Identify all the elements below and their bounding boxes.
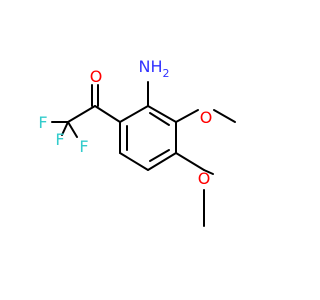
fluorine-label-3: F [55,130,64,149]
ring-bond [147,152,177,171]
amine-hydrogen-symbol: H [150,57,162,76]
bonds [51,81,236,227]
c-c-bond [175,152,205,171]
ring-inner-bond [149,149,170,162]
o-ch3-bond [213,109,236,123]
c-f-bond [67,121,78,138]
carbonyl-double-bond [91,84,99,107]
ring-bond [147,105,177,123]
c-o-bond [203,169,214,175]
c-o-bond [175,109,199,123]
ring-bond [119,105,149,123]
amine-nitrogen-label: NH2 [139,57,170,80]
fluorine-label-1: F [38,113,47,132]
carbonyl-cf3-bond [67,105,96,123]
molecule-canvas: O F F F NH2 O O [38,57,236,227]
ring-bond [119,152,149,171]
ring-inner-bond [149,112,170,126]
fluorine-label-2: F [79,137,88,156]
oxygen-carbonyl-label: O [90,67,103,86]
methoxy-oxygen-label-2: O [198,169,211,188]
amine-h-count: 2 [163,67,170,80]
chemical-structure: O F F F NH2 O O [38,57,236,227]
c-f-bond [61,121,69,136]
amine-nitrogen-symbol: N [139,57,151,76]
methoxy-oxygen-label-1: O [200,108,213,127]
aryl-carbonyl-bond [94,105,121,123]
